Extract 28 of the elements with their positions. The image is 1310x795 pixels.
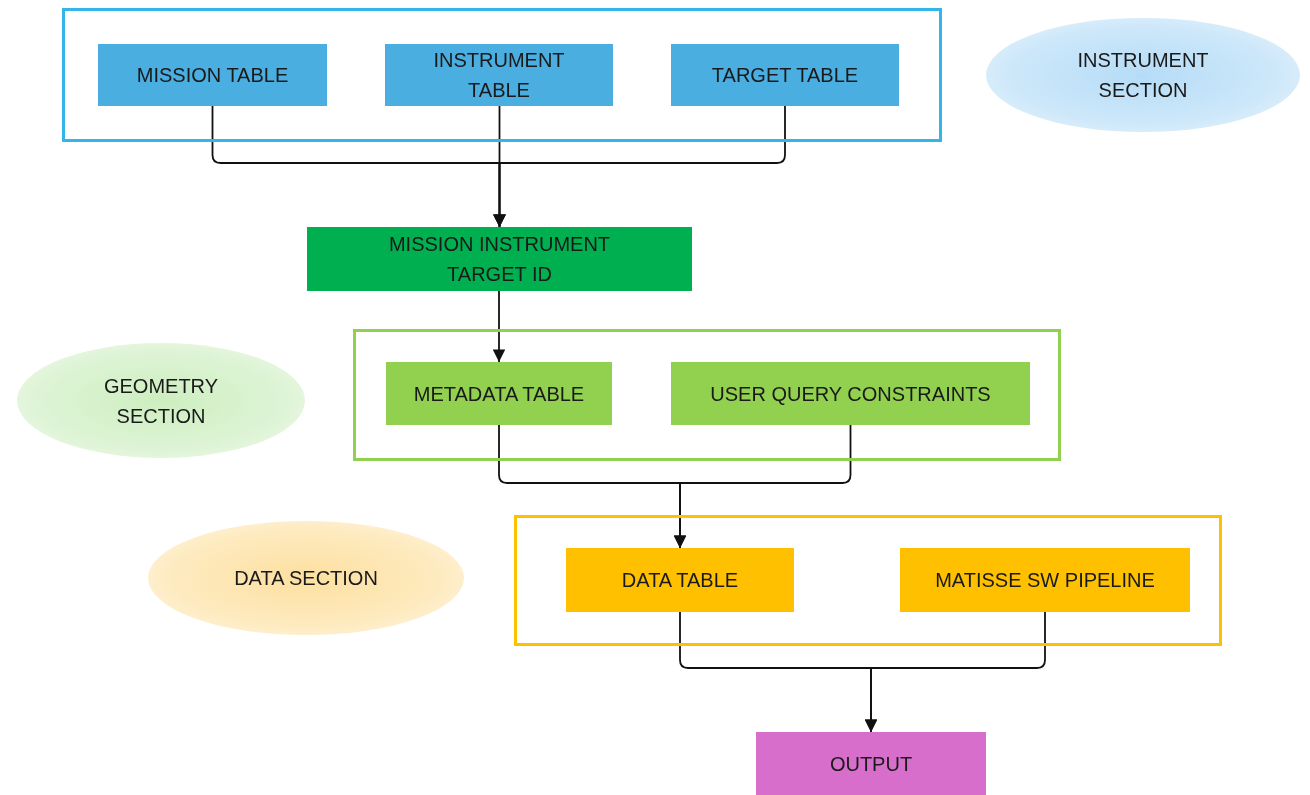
process-box [307, 227, 692, 291]
node-label: DATA SECTION [234, 566, 378, 591]
connector-arrow [673, 424, 852, 549]
node-label: TARGET TABLE [711, 63, 859, 88]
process-box [671, 44, 899, 106]
node-label: MISSION TABLE [136, 63, 289, 88]
node-label: DATA TABLE [621, 568, 739, 593]
process-box [756, 732, 986, 795]
process-box [671, 362, 1030, 425]
group-frame [62, 8, 942, 142]
node-label: METADATA TABLE [413, 381, 585, 407]
node-label: OUTPUT [829, 751, 913, 777]
node-label: MISSION INSTRUMENT TARGET ID [387, 232, 612, 287]
group-frame [514, 515, 1222, 646]
process-box [385, 44, 613, 106]
connector-arrow [493, 105, 786, 228]
node-label: GEOMETRY SECTION [102, 373, 220, 429]
connector-arrow [864, 611, 1046, 733]
node-label: INSTRUMENT TABLE [432, 48, 566, 103]
process-box [386, 362, 612, 425]
process-box [566, 548, 794, 612]
group-frame [353, 329, 1061, 461]
process-box [900, 548, 1190, 612]
node-label: USER QUERY CONSTRAINTS [710, 381, 991, 407]
node-label: INSTRUMENT SECTION [1076, 48, 1210, 103]
connector-arrow [492, 290, 506, 363]
process-box [98, 44, 327, 106]
node-label: MATISSE SW PIPELINE [935, 568, 1155, 593]
